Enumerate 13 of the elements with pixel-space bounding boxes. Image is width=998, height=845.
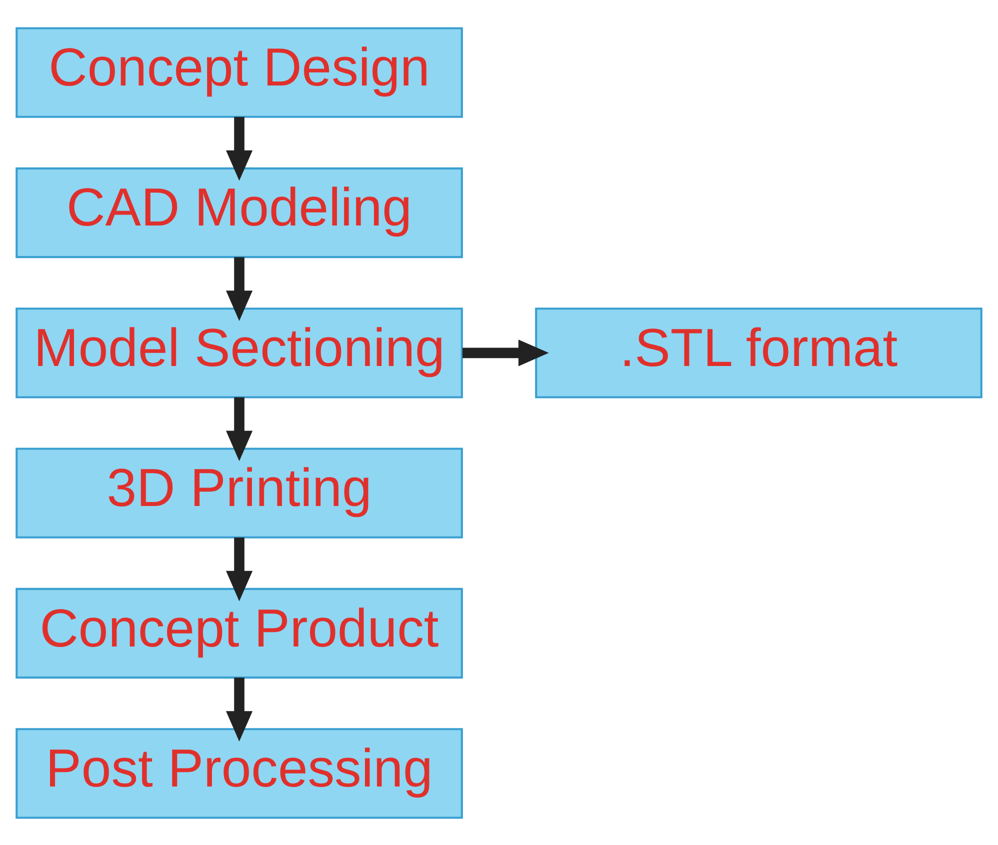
arrow	[226, 116, 253, 180]
arrow	[226, 536, 253, 601]
arrow	[462, 339, 549, 366]
node-box: Concept Product	[16, 587, 463, 678]
node-box: Post Processing	[16, 728, 463, 818]
node-box: .STL format	[535, 307, 982, 398]
arrow	[226, 396, 253, 461]
node-box: Concept Design	[16, 26, 463, 118]
node-box: 3D Printing	[16, 447, 463, 538]
node-box: CAD Modeling	[16, 166, 463, 258]
arrow	[226, 256, 253, 320]
arrow	[226, 677, 253, 741]
node-box: Model Sectioning	[16, 307, 463, 398]
